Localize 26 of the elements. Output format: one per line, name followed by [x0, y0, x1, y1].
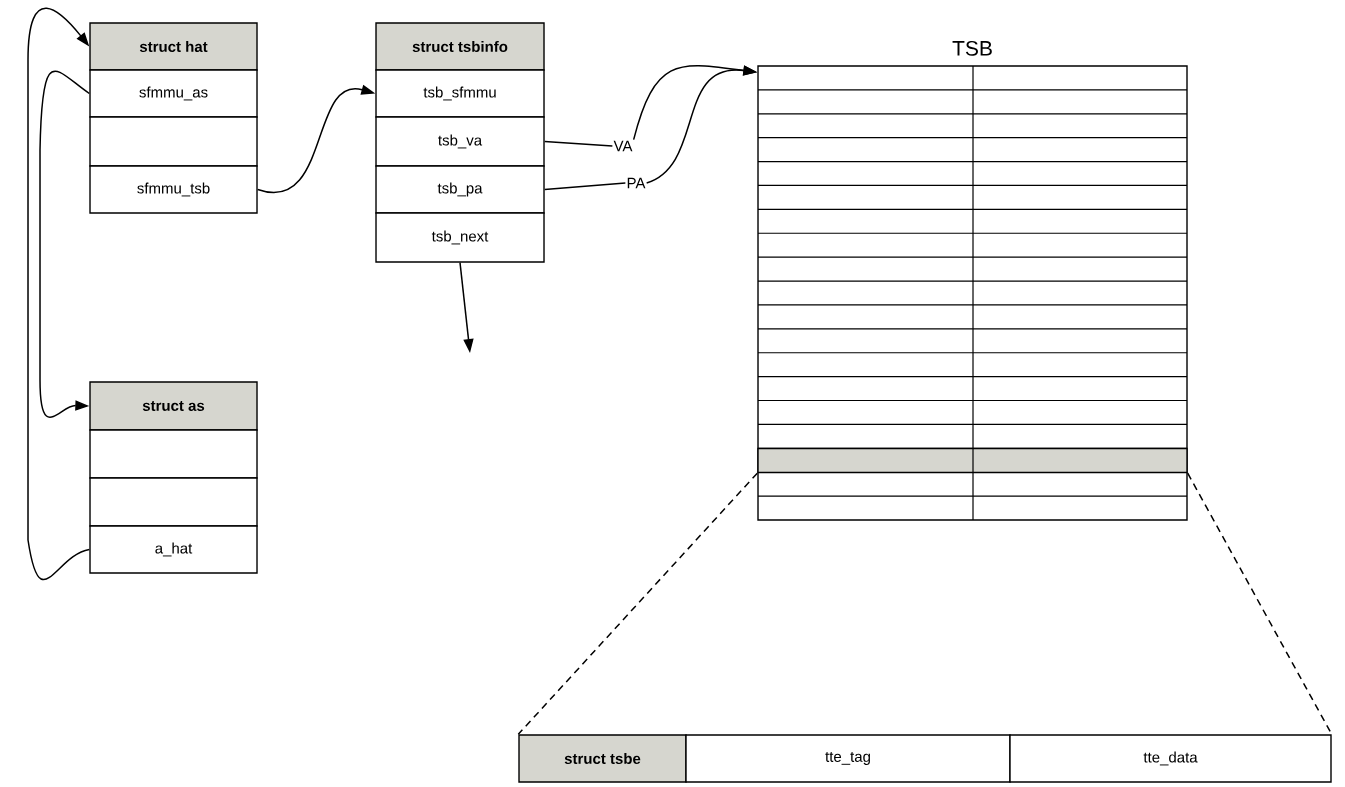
- struct-header-cell: struct hat: [89, 22, 258, 71]
- field-cell: tte_tag: [685, 734, 1011, 783]
- empty-cell: [89, 477, 258, 527]
- field-cell: tsb_va: [375, 116, 545, 167]
- field-cell: a_hat: [89, 525, 258, 574]
- pointer-label: PA: [627, 177, 646, 189]
- struct-header-cell: struct as: [89, 381, 258, 431]
- dashed-line: [517, 472, 759, 736]
- field-cell: sfmmu_tsb: [89, 165, 258, 214]
- empty-cell: [89, 429, 258, 479]
- struct-header-cell: struct tsbinfo: [375, 22, 545, 71]
- struct-header-cell: struct tsbe: [518, 734, 687, 783]
- table-row: [757, 447, 1188, 474]
- connector-line: [543, 182, 627, 191]
- arrow: [27, 7, 91, 580]
- tsb-table: TSB: [757, 40, 1188, 521]
- pointer-label: VA: [613, 140, 633, 152]
- arrow: [39, 70, 91, 418]
- field-cell: tte_data: [1009, 734, 1332, 783]
- field-cell: tsb_next: [375, 212, 545, 263]
- field-cell: tsb_pa: [375, 165, 545, 214]
- field-cell: sfmmu_as: [89, 69, 258, 118]
- connector-line: [543, 140, 614, 147]
- node-label: TSB: [952, 40, 992, 56]
- field-cell: tsb_sfmmu: [375, 69, 545, 118]
- empty-cell: [89, 116, 258, 167]
